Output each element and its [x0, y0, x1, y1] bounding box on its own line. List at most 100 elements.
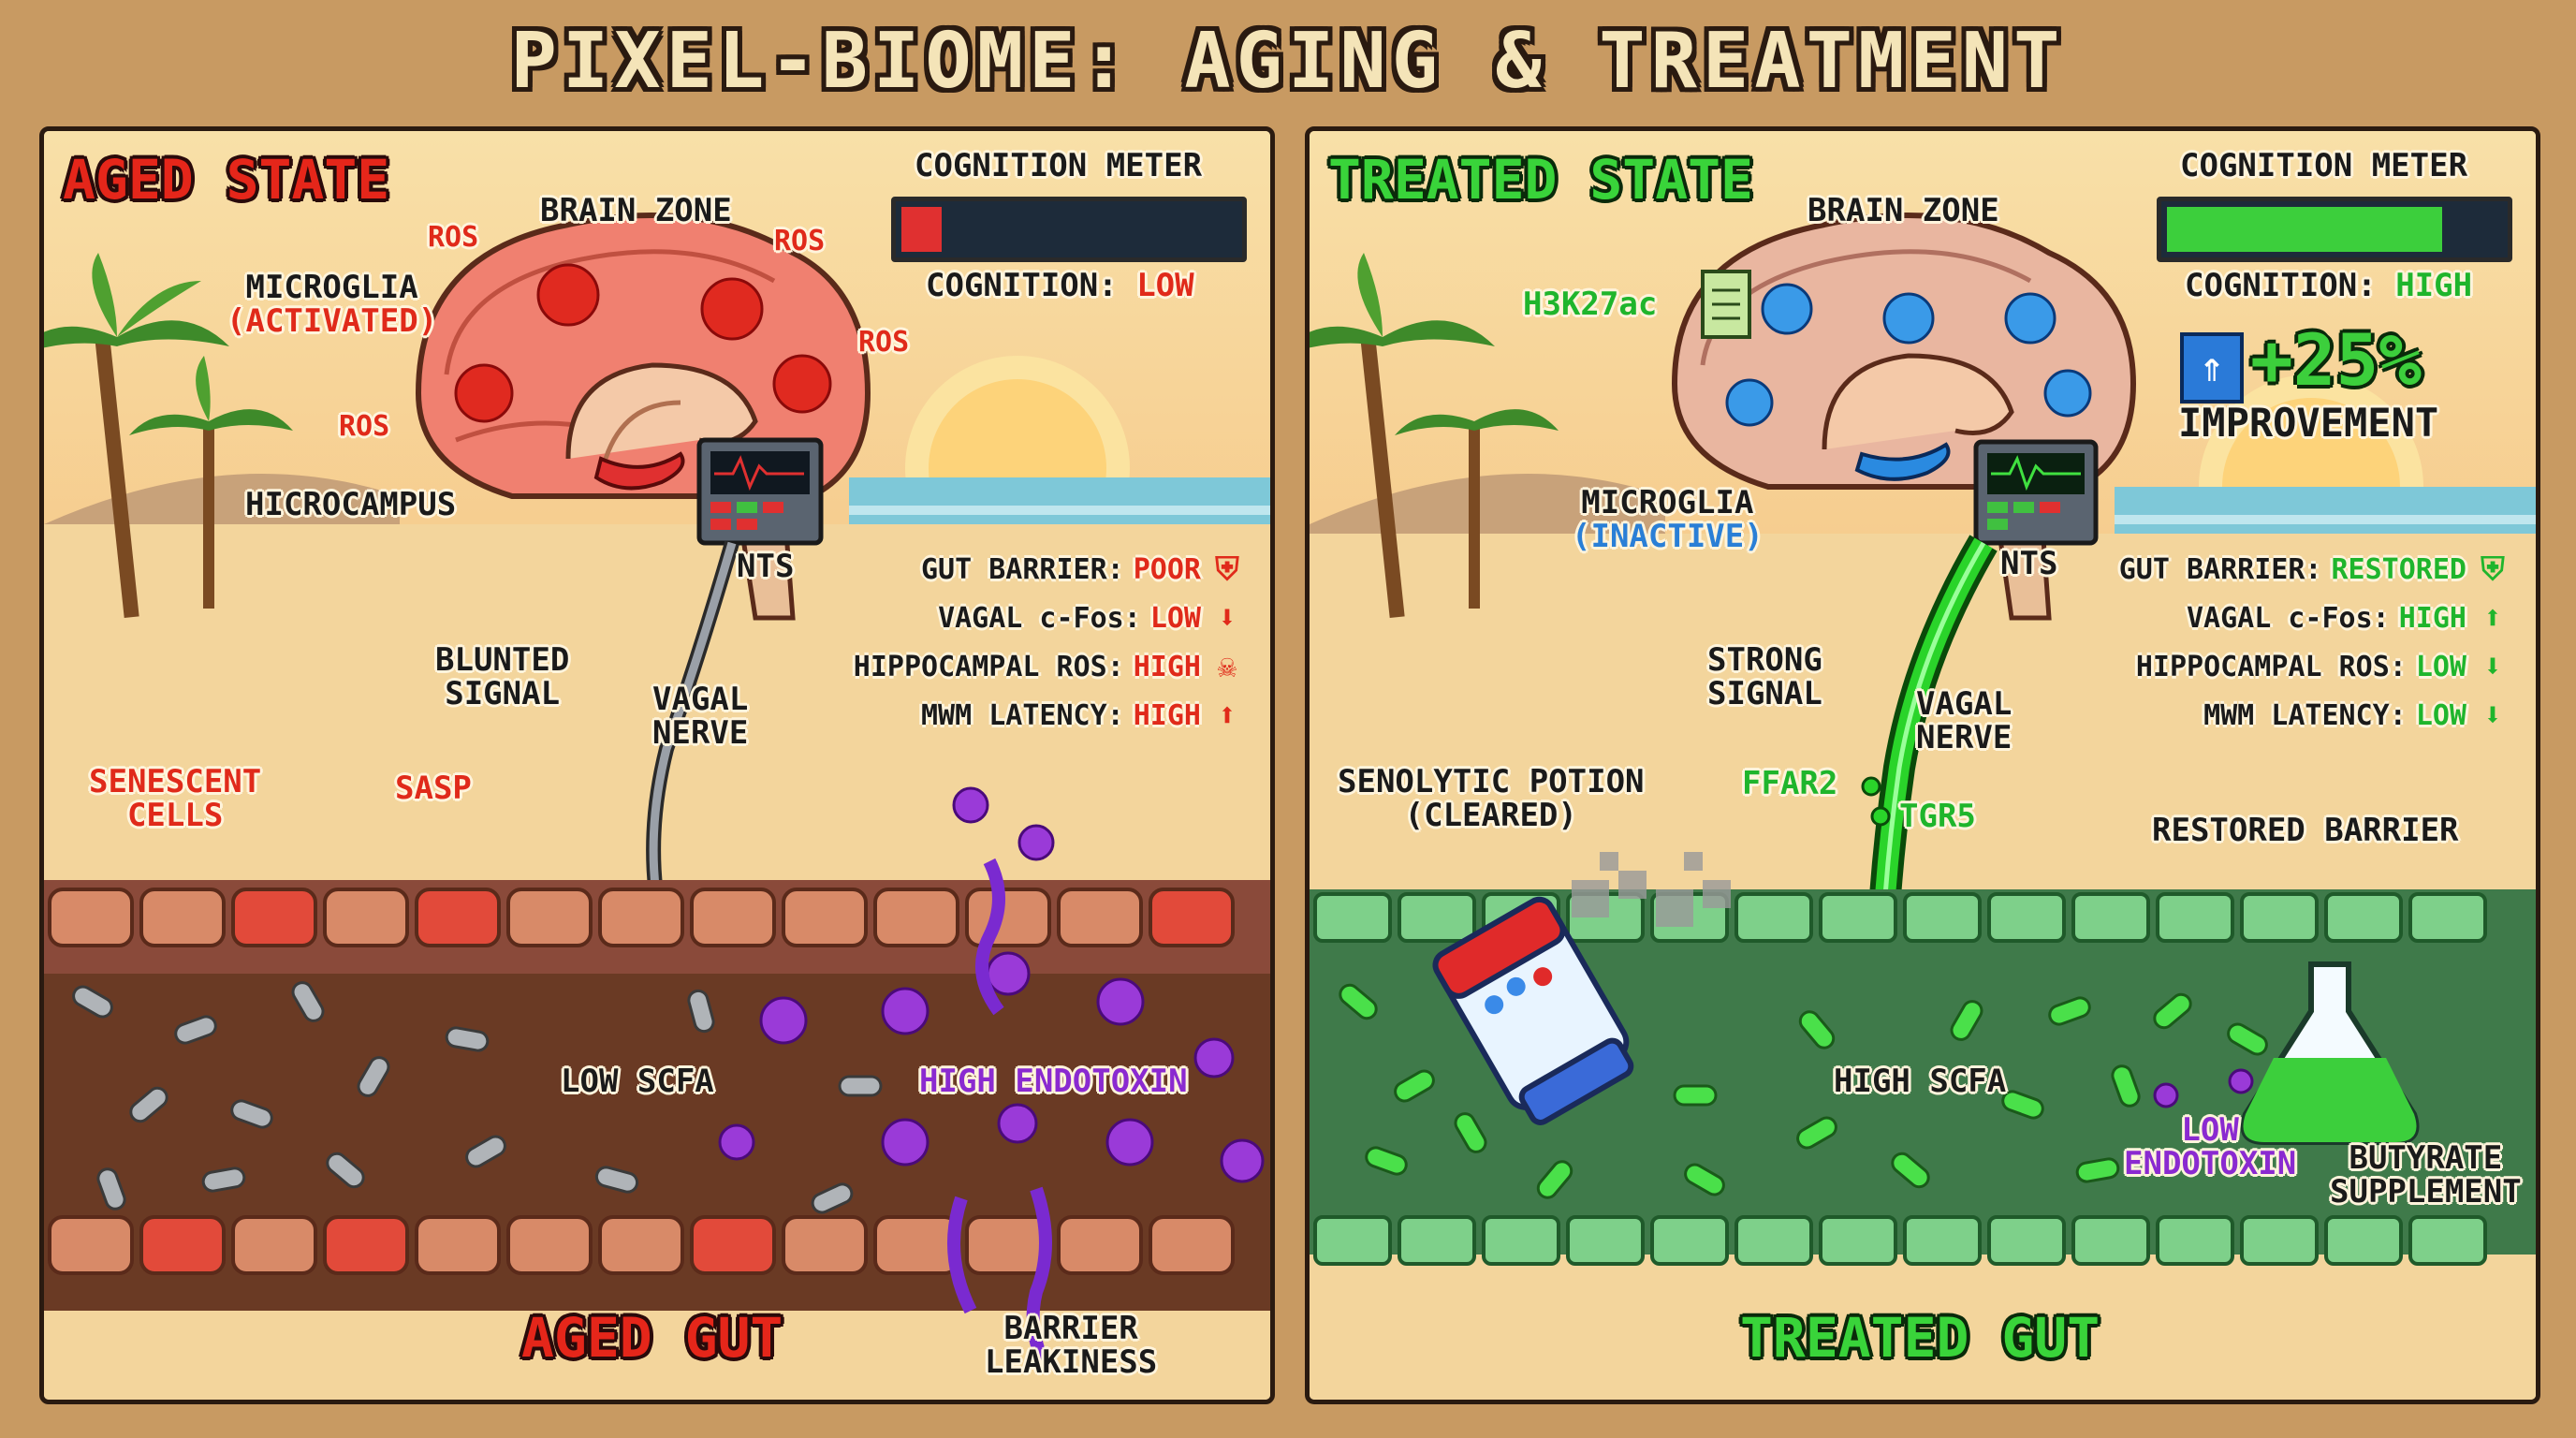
treated-vagal-label: VAGAL NERVE	[1916, 685, 2012, 755]
aged-stat-hippocampal-ros: HIPPOCAMPAL ROS: HIGH ☠	[854, 650, 1244, 683]
treated-vagal-line1: VAGAL	[1916, 685, 2012, 723]
ros-label: ROS	[339, 410, 390, 443]
aged-vagal-line2: NERVE	[652, 713, 749, 752]
low-endotoxin-label: LOW ENDOTOXIN	[2124, 1111, 2296, 1181]
aged-brain-zone: BRAIN ZONE	[540, 192, 732, 229]
sasp-label: SASP	[395, 770, 472, 807]
endotoxin-particles	[718, 786, 1265, 1183]
restored-cells-bottom	[1313, 1215, 2487, 1266]
aged-meter-title: COGNITION METER	[915, 147, 1203, 184]
brain-icon	[415, 213, 871, 621]
senescent-line2: CELLS	[126, 796, 224, 834]
stat-value: LOW	[1149, 601, 1201, 635]
treated-meter-fill	[2167, 207, 2442, 252]
stat-label: VAGAL c-Fos:	[2187, 601, 2390, 635]
high-endotoxin-label: HIGH ENDOTOXIN	[919, 1063, 1188, 1100]
cracked-shield-icon: ⛨	[1215, 550, 1239, 588]
aged-cognition-status: COGNITION: LOW	[926, 267, 1194, 304]
scroll-icon	[1701, 270, 1751, 339]
senolytic-line2: (CLEARED)	[1404, 796, 1577, 834]
stat-value: RESTORED	[2331, 552, 2467, 586]
ros-label: ROS	[428, 221, 479, 254]
arrow-up-icon: ⬆	[1217, 697, 1237, 734]
stat-label: HIPPOCAMPAL ROS:	[853, 650, 1124, 683]
aged-stat-mwm-latency: MWM LATENCY: HIGH ⬆	[921, 698, 1244, 732]
grey-bacteria	[72, 981, 883, 1214]
aged-panel: AGED STATE COGNITION METER COGNITION: LO…	[39, 126, 1275, 1404]
shield-icon: ⛨	[2481, 550, 2505, 588]
green-bacteria	[1339, 983, 2268, 1199]
stat-label: MWM LATENCY:	[921, 698, 1124, 732]
stat-label: GUT BARRIER:	[2118, 552, 2322, 586]
low-scfa-label: LOW SCFA	[561, 1063, 714, 1100]
barrier-leakiness-label: BARRIER LEAKINESS	[985, 1310, 1158, 1381]
aged-meter-fill	[901, 207, 942, 252]
aged-cognition-meter	[891, 197, 1247, 262]
arrow-down-icon: ⬇	[2482, 648, 2503, 685]
microglia-inactive-cells	[1725, 283, 2092, 427]
palm-tree-icon	[1310, 253, 1495, 619]
aged-vagal-label: VAGAL NERVE	[652, 681, 749, 752]
senolytic-line1: SENOLYTIC POTION	[1338, 763, 1645, 800]
treated-brain-zone: BRAIN ZONE	[1808, 192, 1999, 229]
palm-tree-icon	[129, 356, 293, 609]
butyrate-flask-icon	[2240, 961, 2420, 1145]
butyrate-supplement-label: BUTYRATE SUPPLEMENT	[2330, 1141, 2522, 1211]
treated-stat-gut-barrier: GUT BARRIER: RESTORED ⛨	[2119, 552, 2510, 586]
stat-value: HIGH	[1133, 698, 1201, 732]
treated-microglia-label: MICROGLIA (INACTIVE)	[1572, 484, 1764, 555]
arrow-up-icon: ⬆	[2482, 599, 2503, 637]
aged-heading: AGED STATE	[63, 148, 390, 212]
blunted-signal-line1: BLUNTED	[435, 641, 570, 679]
skull-icon: ☠	[1217, 648, 1237, 685]
arrow-down-icon: ⬇	[1217, 599, 1237, 637]
butyrate-line2: SUPPLEMENT	[2330, 1172, 2522, 1211]
aged-microglia-state: (ACTIVATED)	[227, 301, 438, 340]
treated-nts-label: NTS	[2000, 545, 2058, 582]
restored-cells-top	[1313, 892, 2487, 943]
epithelial-cells-bottom	[48, 1215, 1235, 1275]
leakiness-line2: LEAKINESS	[985, 1343, 1158, 1381]
stat-label: HIPPOCAMPAL ROS:	[2135, 650, 2407, 683]
aged-stat-gut-barrier: GUT BARRIER:POOR ⛨	[921, 552, 1244, 586]
nts-monitor-icon	[696, 437, 824, 546]
senescent-cells-label: SENESCENT CELLS	[89, 763, 262, 834]
aged-cognition-prefix: COGNITION:	[926, 267, 1118, 304]
ffar2-label: FFAR2	[1742, 765, 1838, 802]
treated-stat-hippocampal-ros: HIPPOCAMPAL ROS:LOW ⬇	[2136, 650, 2510, 683]
high-scfa-label: HIGH SCFA	[1834, 1063, 2007, 1100]
senolytic-potion-icon	[1432, 896, 1634, 1125]
aged-nts-label: NTS	[737, 548, 795, 585]
aged-hippocampus-label: HICROCAMPUS	[245, 486, 457, 523]
aged-gut-label: AGED GUT	[521, 1306, 783, 1370]
aged-vagal-line1: VAGAL	[652, 681, 749, 718]
aged-scene	[44, 131, 1270, 1400]
strong-signal-label: STRONG SIGNAL	[1707, 643, 1822, 711]
stat-value: LOW	[2415, 698, 2466, 732]
stat-value: POOR	[1133, 552, 1201, 586]
leak-path	[975, 858, 1005, 1016]
treated-stat-mwm-latency: MWM LATENCY:LOW ⬇	[2203, 698, 2510, 732]
treated-cognition-prefix: COGNITION:	[2185, 267, 2377, 304]
stat-label: MWM LATENCY:	[2203, 698, 2407, 732]
senescent-line1: SENESCENT	[89, 763, 262, 800]
ros-label: ROS	[774, 225, 826, 257]
main-title: PIXEL-BIOME: AGING & TREATMENT	[510, 17, 2066, 106]
aged-stat-vagal-cfos: VAGAL c-Fos:LOW ⬇	[938, 601, 1244, 635]
treated-microglia-state: (INACTIVE)	[1572, 517, 1764, 555]
treated-gut-label: TREATED GUT	[1740, 1306, 2100, 1370]
stat-value: HIGH	[2398, 601, 2466, 635]
brain-icon	[1671, 213, 2137, 621]
leakiness-line1: BARRIER	[1003, 1310, 1138, 1347]
cleared-cells-dust	[1572, 852, 1731, 927]
improvement-label: IMPROVEMENT	[2178, 400, 2439, 446]
blunted-signal-label: BLUNTED SIGNAL	[435, 641, 570, 711]
low-endotoxin-line1: LOW	[2181, 1111, 2239, 1149]
treated-microglia-name: MICROGLIA	[1581, 484, 1754, 521]
stat-value: HIGH	[1133, 650, 1201, 683]
senolytic-potion-label: SENOLYTIC POTION (CLEARED)	[1338, 763, 1645, 834]
restored-barrier-label: RESTORED BARRIER	[2152, 812, 2459, 849]
aged-microglia-name: MICROGLIA	[245, 269, 418, 306]
palm-tree-icon	[1395, 409, 1559, 609]
treated-scene	[1310, 131, 2536, 1400]
